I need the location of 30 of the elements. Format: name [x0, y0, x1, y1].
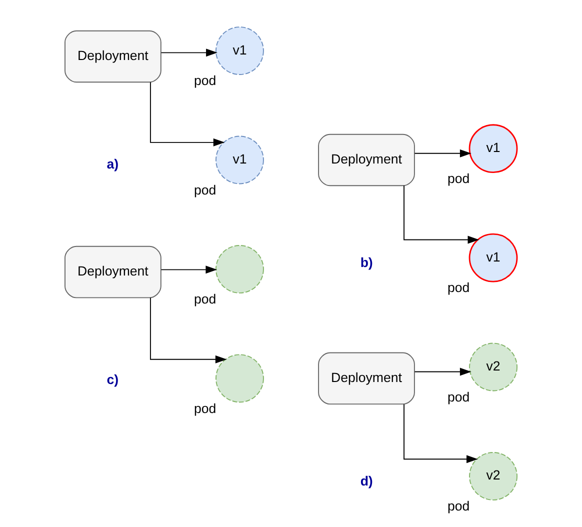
label: a) [106, 156, 119, 172]
arrow [150, 82, 225, 146]
node-label: pod [194, 400, 216, 416]
label: b) [360, 255, 373, 270]
arrow [160, 48, 218, 57]
node-label: pod [448, 389, 470, 404]
node-box: Deployment [318, 134, 415, 186]
label: c) [106, 372, 119, 387]
node-circle [216, 244, 264, 294]
arrow [404, 185, 480, 244]
node-label: pod [194, 292, 216, 307]
arrow [404, 404, 478, 464]
node-label: pod [194, 73, 216, 88]
arrow [414, 149, 472, 158]
node-label: pod [448, 170, 470, 186]
node-circle: v2 [469, 452, 518, 500]
node-circle: v1 [468, 124, 518, 174]
node-circle: v2 [469, 342, 518, 392]
node-label: pod [448, 498, 470, 514]
arrow [150, 297, 227, 364]
arrow [414, 368, 472, 376]
arrow [160, 266, 218, 274]
label: d) [360, 473, 373, 488]
node-label: pod [194, 182, 216, 198]
node-circle: v1 [216, 136, 264, 184]
node-circle: v1 [216, 26, 264, 75]
node-box: Deployment [64, 246, 162, 298]
node-label: pod [448, 280, 470, 296]
node-box: Deployment [318, 352, 415, 405]
node-box: Deployment [64, 30, 162, 83]
